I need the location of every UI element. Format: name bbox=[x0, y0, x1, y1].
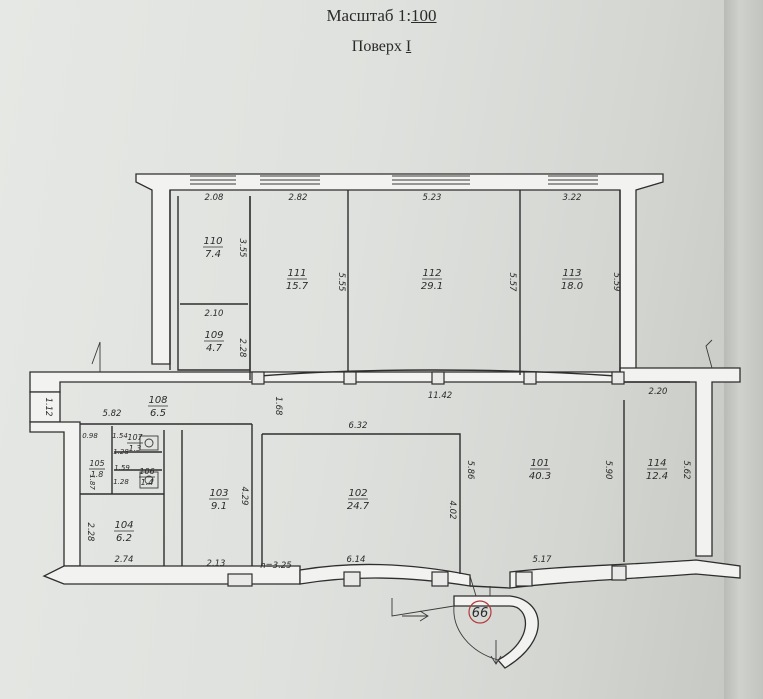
room-number: 109 bbox=[204, 330, 223, 341]
dimension-label: 1.59 bbox=[114, 464, 130, 472]
dimension-label: 5.17 bbox=[533, 555, 553, 565]
room-area: 18.0 bbox=[561, 281, 583, 292]
dimension-labels: 2.08 2.82 5.23 3.22 3.55 5.55 5.57 5.59 2.10 2.28… bbox=[43, 193, 691, 571]
floor-title: Поверх I bbox=[0, 38, 763, 56]
room-area: 6.5 bbox=[150, 408, 166, 419]
scale-value: 100 bbox=[411, 6, 437, 25]
dimension-label: 2.74 bbox=[115, 555, 134, 565]
columns bbox=[227, 371, 627, 587]
room-number: 104 bbox=[114, 520, 133, 531]
room-number: 106 bbox=[139, 467, 154, 476]
scale-title: Масштаб 1:100 bbox=[0, 6, 763, 26]
room-number: 110 bbox=[203, 236, 222, 247]
room-area: 12.4 bbox=[646, 471, 668, 482]
dimension-label: 2.82 bbox=[289, 193, 308, 203]
entrance: 66 bbox=[391, 575, 539, 669]
room-number: 105 bbox=[89, 459, 104, 468]
dimension-label: 0.98 bbox=[82, 432, 98, 440]
room-area: 24.7 bbox=[347, 501, 370, 512]
room-number: 102 bbox=[348, 488, 367, 499]
dimension-label: 2.20 bbox=[649, 387, 668, 397]
dimension-label: 5.57 bbox=[507, 273, 517, 293]
room-113: 113 18.0 bbox=[561, 268, 583, 292]
dimension-label: 3.22 bbox=[563, 193, 582, 203]
room-number: 103 bbox=[209, 488, 228, 499]
dimension-label: 2.13 bbox=[207, 559, 226, 569]
room-area: 1.8 bbox=[91, 470, 104, 479]
floor-label: Поверх bbox=[351, 38, 402, 55]
floor-value: I bbox=[405, 38, 412, 55]
room-number: 112 bbox=[422, 268, 441, 279]
dimension-label: 2.08 bbox=[205, 193, 225, 203]
dimension-label: 5.86 bbox=[465, 461, 475, 481]
room-area: 29.1 bbox=[421, 281, 443, 292]
room-112: 112 29.1 bbox=[421, 268, 443, 292]
room-area: 15.7 bbox=[286, 281, 309, 292]
paper-fold bbox=[724, 0, 763, 699]
room-102: 102 24.7 bbox=[347, 488, 370, 512]
stamp-circle bbox=[468, 600, 492, 624]
room-number: 108 bbox=[148, 395, 167, 406]
top-windows bbox=[190, 175, 598, 185]
dimension-label: 1.28 bbox=[113, 448, 129, 456]
dimension-label: 3.55 bbox=[237, 239, 247, 258]
dimension-label: 1.12 bbox=[43, 398, 53, 417]
sink-icon bbox=[139, 471, 159, 489]
dimension-label: 5.55 bbox=[336, 273, 346, 292]
scale-label: Масштаб 1: bbox=[326, 6, 412, 25]
dimension-label: 1.68 bbox=[273, 397, 283, 417]
stamp-number: 66 bbox=[472, 606, 489, 621]
room-number: 107 bbox=[127, 433, 143, 442]
room-area: 40.3 bbox=[529, 471, 551, 482]
dimension-label: 4.29 bbox=[239, 487, 249, 506]
dimension-label: 6.14 bbox=[347, 555, 366, 565]
room-area: 1.4 bbox=[141, 478, 154, 487]
room-number: 113 bbox=[562, 268, 581, 279]
dimension-label: 2.10 bbox=[205, 309, 224, 319]
room-area: 4.7 bbox=[206, 343, 223, 354]
dimension-label: 5.82 bbox=[103, 409, 122, 419]
dimension-label: 4.02 bbox=[447, 501, 457, 520]
dimension-label: 2.28 bbox=[237, 339, 247, 359]
dimension-label: 5.59 bbox=[611, 273, 621, 292]
dimension-label: 2.28 bbox=[85, 523, 95, 543]
dimension-label: 1.54 bbox=[112, 432, 128, 440]
dimension-label: 5.90 bbox=[603, 461, 613, 480]
room-111: 111 15.7 bbox=[286, 268, 309, 292]
room-number: 101 bbox=[530, 458, 549, 469]
dimension-label: h=3.25 bbox=[260, 561, 291, 571]
room-number: 111 bbox=[287, 268, 306, 279]
dimension-label: 1.28 bbox=[113, 478, 129, 486]
dimension-label: 5.62 bbox=[681, 461, 691, 480]
outer-walls bbox=[29, 173, 741, 589]
room-area: 9.1 bbox=[211, 501, 227, 512]
partitions bbox=[80, 190, 690, 574]
dimension-label: 1.87 bbox=[88, 474, 96, 490]
room-area: 1.3 bbox=[129, 444, 142, 453]
room-114: 114 12.4 bbox=[646, 458, 668, 482]
room-area: 7.4 bbox=[205, 249, 221, 260]
room-area: 6.2 bbox=[116, 533, 132, 544]
dimension-label: 5.23 bbox=[423, 193, 442, 203]
dimension-label: 11.42 bbox=[428, 391, 452, 401]
room-101: 101 40.3 bbox=[529, 458, 551, 482]
room-number: 114 bbox=[647, 458, 666, 469]
dimension-label: 6.32 bbox=[349, 421, 368, 431]
